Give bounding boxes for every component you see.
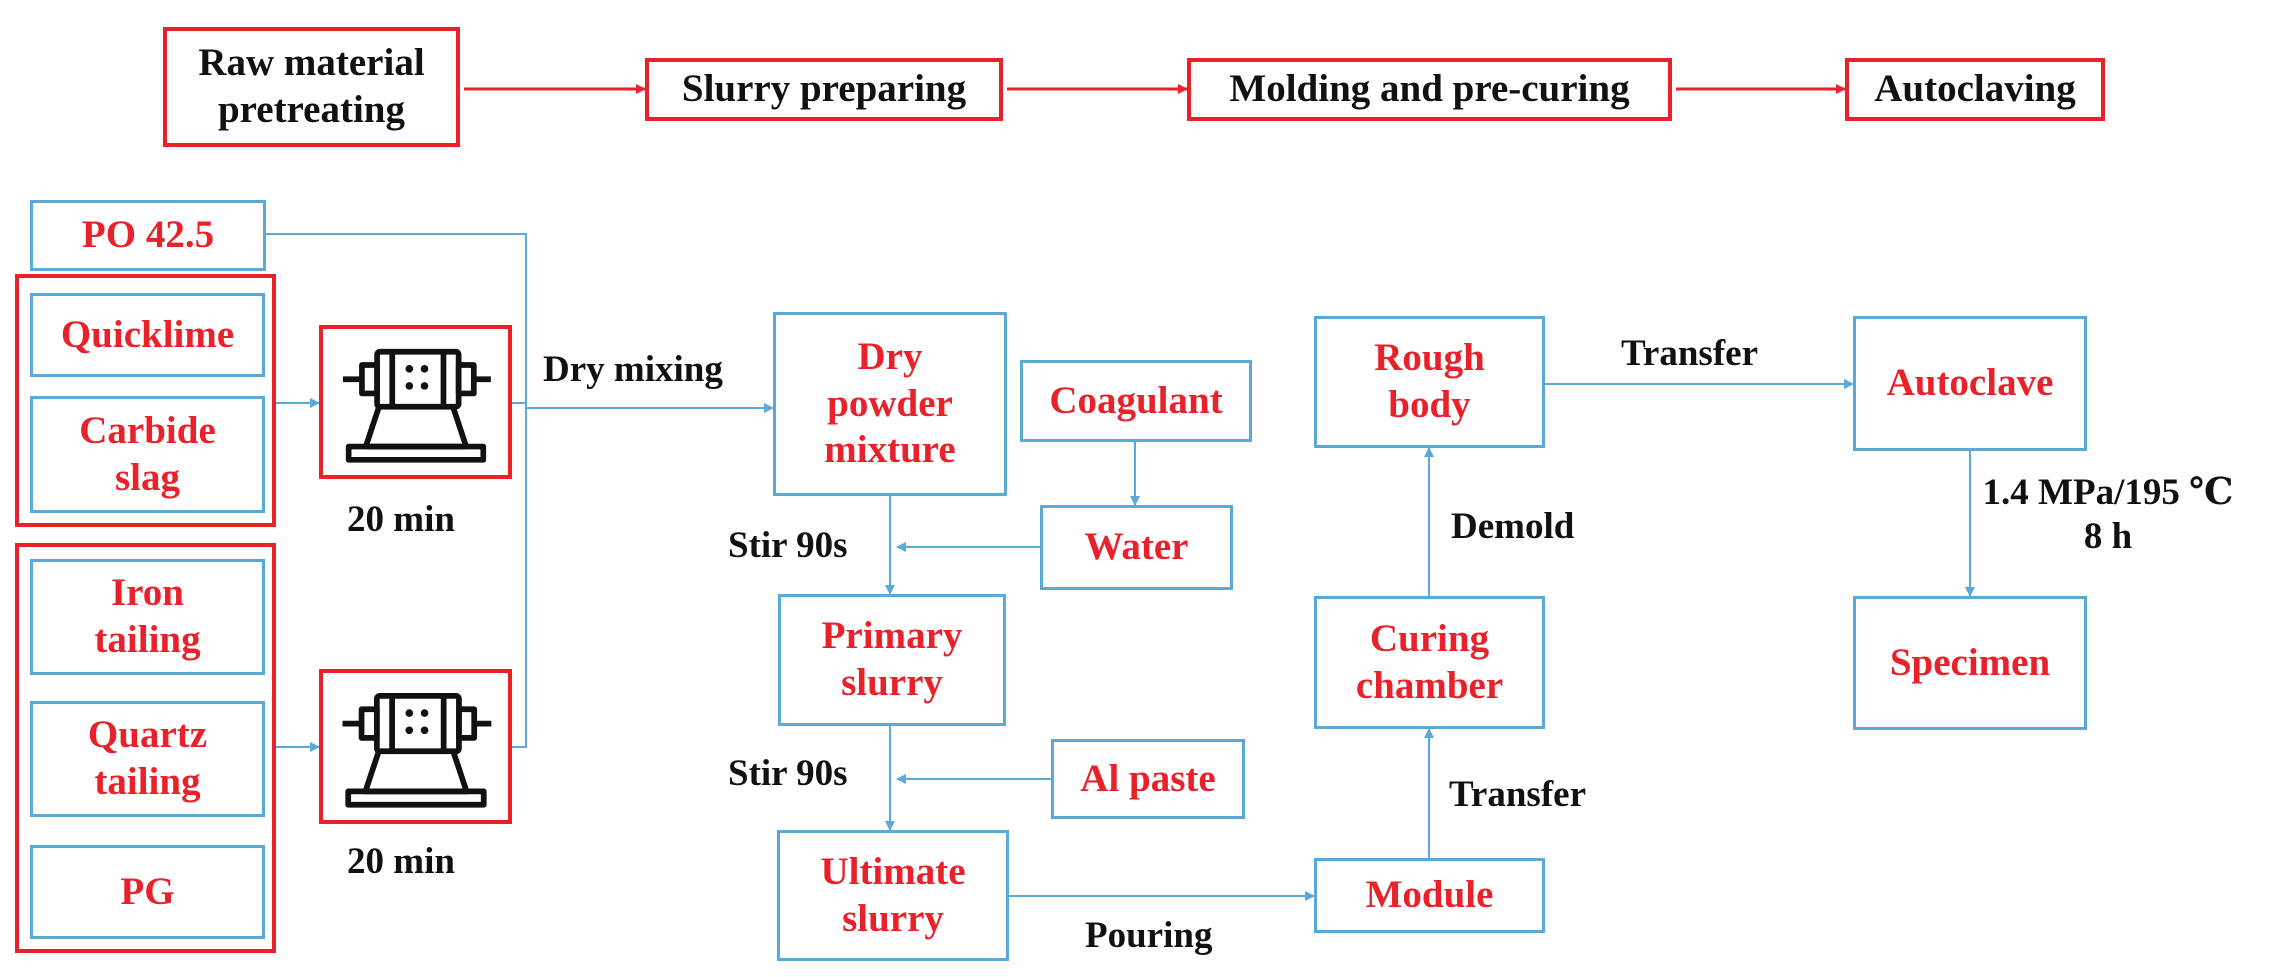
stir-label-2: Stir 90s xyxy=(728,753,848,794)
ball-mill-icon xyxy=(342,693,492,808)
line-po-to-collector xyxy=(266,233,527,408)
demold-label: Demold xyxy=(1451,506,1575,547)
mill-time-label-bottom: 20 min xyxy=(347,841,455,882)
node-module: Module xyxy=(1314,858,1545,933)
node-water: Water xyxy=(1040,505,1233,590)
ball-mill-top xyxy=(319,325,512,479)
node-primary-slurry: Primary slurry xyxy=(778,594,1006,726)
material-carbide-slag: Carbide slag xyxy=(30,396,265,513)
stage-slurry-preparing: Slurry preparing xyxy=(645,58,1003,121)
node-autoclave: Autoclave xyxy=(1853,316,2087,451)
material-quartz-tailing: Quartz tailing xyxy=(30,701,265,817)
stage-autoclaving: Autoclaving xyxy=(1845,58,2105,121)
mill-time-label-top: 20 min xyxy=(347,499,455,540)
node-dry-powder-mixture: Dry powder mixture xyxy=(773,312,1007,496)
pouring-label: Pouring xyxy=(1085,915,1213,956)
material-iron-tailing: Iron tailing xyxy=(30,559,265,675)
ball-mill-icon xyxy=(342,348,491,463)
line-mill2-to-collector xyxy=(512,398,527,748)
material-quicklime: Quicklime xyxy=(30,293,265,377)
node-curing-chamber: Curing chamber xyxy=(1314,596,1545,729)
material-po-42-5: PO 42.5 xyxy=(30,200,266,271)
autoclave-condition-label: 1.4 MPa/195 ℃ 8 h xyxy=(1982,472,2234,558)
node-al-paste: Al paste xyxy=(1051,739,1245,819)
material-pg: PG xyxy=(30,845,265,939)
node-rough-body: Rough body xyxy=(1314,316,1545,448)
transfer-label-up: Transfer xyxy=(1449,774,1586,815)
transfer-label-top: Transfer xyxy=(1621,333,1758,374)
node-coagulant: Coagulant xyxy=(1020,360,1252,442)
stir-label-1: Stir 90s xyxy=(728,525,848,566)
ball-mill-bottom xyxy=(319,669,512,824)
node-ultimate-slurry: Ultimate slurry xyxy=(777,830,1009,961)
material-group-calcareous xyxy=(15,274,276,527)
dry-mixing-label: Dry mixing xyxy=(543,349,723,390)
stage-raw-material-pretreating: Raw material pretreating xyxy=(163,27,460,147)
material-group-siliceous xyxy=(15,543,276,953)
node-specimen: Specimen xyxy=(1853,596,2087,730)
stage-molding-and-pre-curing: Molding and pre-curing xyxy=(1187,58,1672,121)
